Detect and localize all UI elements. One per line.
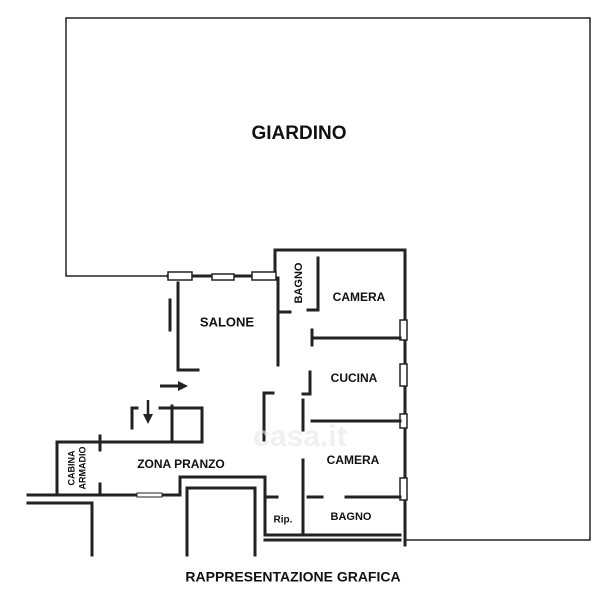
garden-boundary [65,17,591,541]
label-kitchen: CUCINA [331,371,378,385]
label-dining: ZONA PRANZO [137,457,225,471]
label-storage: Rip. [274,515,293,526]
label-living: SALONE [200,314,255,329]
entrance-arrows [143,381,188,424]
label-bedroom-top: CAMERA [333,290,386,304]
watermark: casa.it [253,420,346,453]
label-bath-bottom: BAGNO [331,511,372,523]
label-garden: GIARDINO [252,123,347,144]
exterior-walls [166,248,408,547]
caption: RAPPRESENTAZIONE GRAFICA [185,569,400,585]
label-walkin-1: CABINA [66,450,76,485]
label-bedroom-bottom: CAMERA [327,453,380,467]
interior-walls [26,256,402,557]
label-bath-top: BAGNO [293,262,305,303]
label-walkin-2: ARMADIO [77,447,87,490]
